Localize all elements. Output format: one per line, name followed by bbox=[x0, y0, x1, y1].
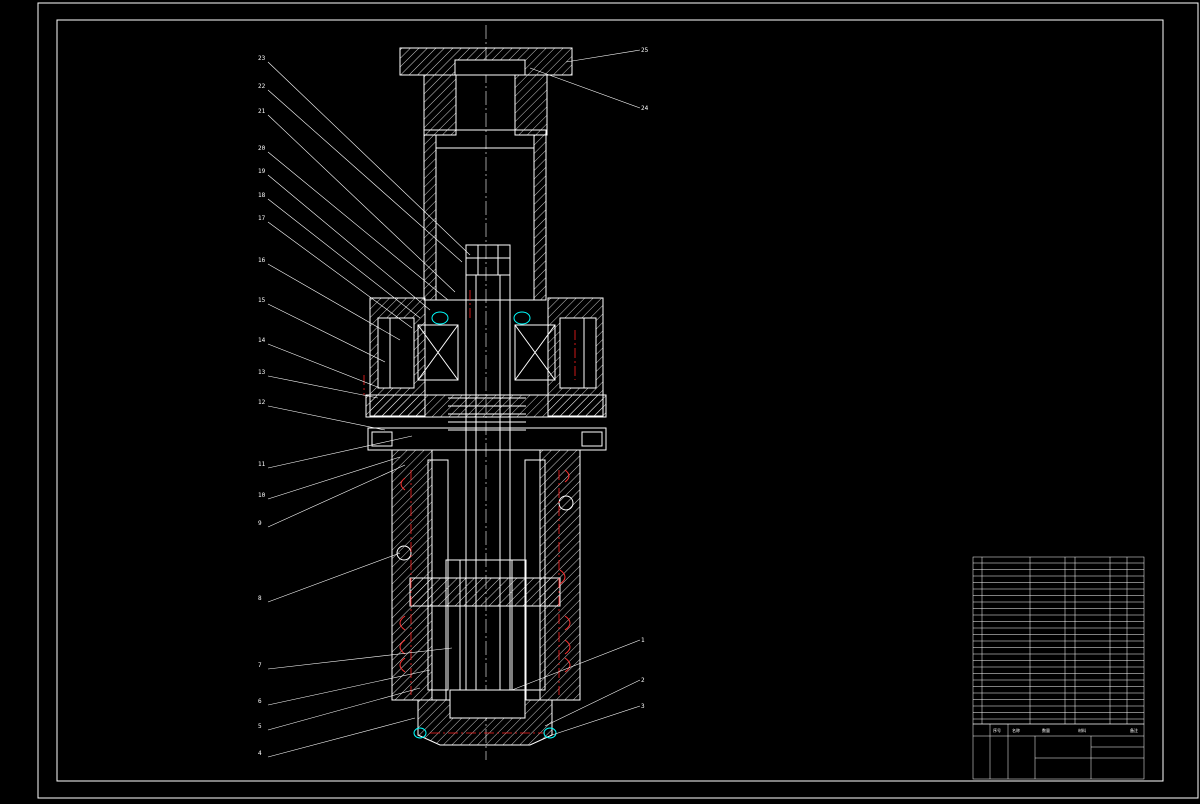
callout-leader bbox=[267, 89, 463, 263]
compression-spring-large bbox=[399, 469, 571, 673]
parts-list-table bbox=[972, 556, 1145, 725]
bearing-right bbox=[514, 324, 556, 381]
title-block-text: 序号 名称 数量 材料 备注 bbox=[993, 727, 1138, 733]
callout-label: 1 bbox=[641, 637, 645, 644]
callout-label: 23 bbox=[258, 55, 266, 62]
callout-leader bbox=[544, 679, 641, 727]
inner-border bbox=[56, 19, 1164, 782]
th-seq: 序号 bbox=[993, 727, 1001, 733]
callout-leader bbox=[267, 303, 386, 363]
callout-label: 2 bbox=[641, 677, 645, 684]
callout-leader bbox=[267, 464, 406, 528]
lower-body-left bbox=[391, 449, 433, 701]
spring-section-circle-left bbox=[396, 545, 412, 561]
callout-leaders-right bbox=[511, 49, 641, 736]
callout-labels-right: 25 24 1 2 3 bbox=[641, 47, 649, 710]
callout-leader bbox=[511, 639, 641, 691]
callout-label: 22 bbox=[258, 83, 266, 90]
callout-leader bbox=[267, 717, 416, 758]
outer-border bbox=[37, 2, 1199, 799]
callout-label: 4 bbox=[258, 750, 262, 757]
callout-label: 7 bbox=[258, 662, 262, 669]
callout-leader bbox=[267, 198, 421, 319]
shaft-nut bbox=[465, 244, 511, 276]
middle-plate bbox=[365, 394, 607, 418]
th-name: 名称 bbox=[1012, 727, 1020, 733]
callout-label: 24 bbox=[641, 105, 649, 112]
callout-leader bbox=[267, 552, 401, 603]
callout-label: 14 bbox=[258, 337, 266, 344]
callout-leader bbox=[267, 174, 431, 311]
callout-label: 3 bbox=[641, 703, 645, 710]
callout-leader bbox=[267, 669, 431, 706]
callout-label: 18 bbox=[258, 192, 266, 199]
callout-leader bbox=[267, 221, 413, 329]
callout-leader bbox=[267, 263, 401, 341]
title-block bbox=[972, 723, 1145, 780]
callout-label: 25 bbox=[641, 47, 649, 54]
lower-body-right bbox=[539, 449, 581, 701]
callout-label: 8 bbox=[258, 595, 262, 602]
callout-label: 17 bbox=[258, 215, 266, 222]
callout-label: 15 bbox=[258, 297, 266, 304]
callout-leader bbox=[267, 151, 449, 301]
th-remark: 备注 bbox=[1130, 727, 1138, 733]
callout-leader bbox=[267, 114, 456, 293]
callout-leader bbox=[267, 405, 386, 431]
callout-leader bbox=[267, 687, 421, 731]
callout-leader bbox=[267, 375, 379, 399]
th-qty: 数量 bbox=[1042, 727, 1050, 733]
upper-tube-right-wall bbox=[514, 74, 548, 136]
callout-label: 10 bbox=[258, 492, 266, 499]
callout-label: 21 bbox=[258, 108, 266, 115]
hidden-lines bbox=[363, 290, 576, 734]
callout-leader bbox=[529, 67, 641, 109]
callout-label: 9 bbox=[258, 520, 262, 527]
upper-tube-left-wall bbox=[423, 74, 457, 136]
callout-leader bbox=[267, 61, 471, 256]
callout-leader bbox=[267, 456, 401, 500]
callout-label: 12 bbox=[258, 399, 266, 406]
callout-label: 11 bbox=[258, 461, 266, 468]
callout-leaders-left bbox=[267, 61, 471, 758]
callout-label: 5 bbox=[258, 723, 262, 730]
callout-labels-left: 23 22 21 20 19 18 17 16 15 14 13 12 11 10 9 8 7 6 5 4 bbox=[258, 55, 266, 757]
callout-leader bbox=[267, 435, 413, 469]
callout-leader bbox=[267, 343, 381, 389]
callout-leader bbox=[551, 705, 641, 736]
callout-leader bbox=[565, 49, 641, 63]
callout-label: 13 bbox=[258, 369, 266, 376]
th-material: 材料 bbox=[1078, 727, 1086, 733]
assembly-section-view bbox=[365, 25, 607, 760]
main-shaft bbox=[465, 274, 511, 696]
callout-label: 19 bbox=[258, 168, 266, 175]
callout-label: 6 bbox=[258, 698, 262, 705]
lower-flange-plate bbox=[367, 427, 607, 451]
callout-leader bbox=[267, 647, 453, 670]
callout-label: 20 bbox=[258, 145, 266, 152]
bearing-left bbox=[417, 324, 459, 381]
callout-label: 16 bbox=[258, 257, 266, 264]
o-ring-seals bbox=[413, 311, 557, 739]
